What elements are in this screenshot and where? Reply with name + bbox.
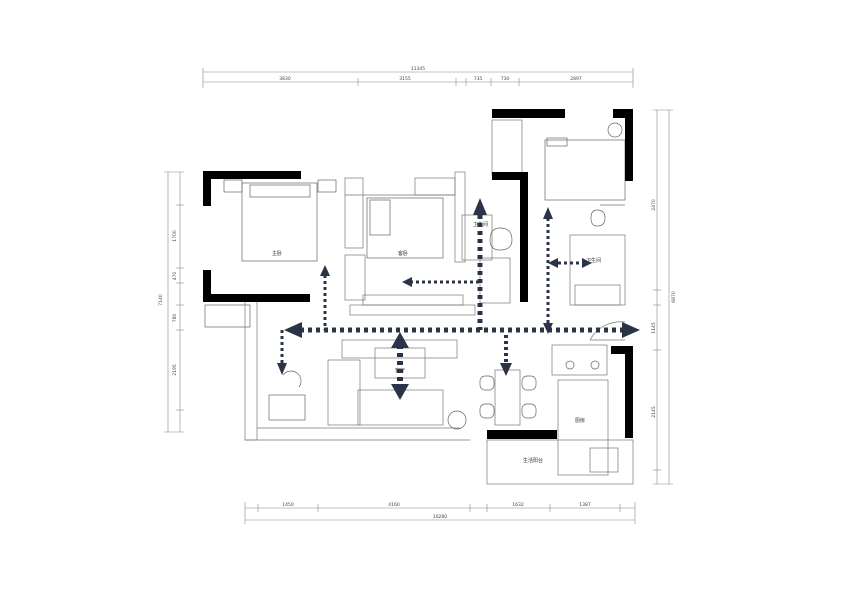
dim-top-5: 2897: [570, 76, 582, 82]
dimension-lines: [164, 68, 673, 524]
dim-bottom-3: 1632: [512, 502, 524, 508]
dim-left-4: 2195: [172, 364, 178, 376]
dim-top-1: 3830: [279, 76, 291, 82]
room-label-balcony: 生活阳台: [523, 457, 543, 464]
second-bed: [366, 197, 444, 259]
dim-left-3: 780: [172, 314, 178, 323]
dimension-labels: 11345 3830 3155 735 730 2897 10280 1450 …: [158, 66, 677, 520]
dim-right-2: 1145: [651, 322, 657, 334]
dim-left-total: 7140: [158, 294, 164, 306]
dim-top-3: 735: [474, 76, 483, 82]
circulation-arrows: [280, 215, 622, 390]
dim-bottom-total: 10280: [433, 514, 447, 520]
toilet-1: [489, 227, 513, 251]
dim-bottom-4: 1387: [579, 502, 591, 508]
room-label-kitchen: 厨房: [575, 417, 585, 424]
arrow-heads: [277, 198, 640, 400]
room-label-living-room: 客厅: [395, 367, 405, 374]
dim-left-1: 1700: [172, 230, 178, 242]
room-label-bathroom-1: 卫生间: [473, 221, 488, 228]
master-bed: [241, 182, 318, 262]
right-bed: [544, 139, 626, 201]
dim-right-total: 6870: [671, 291, 677, 303]
toilet-2: [590, 209, 606, 227]
dim-top-2: 3155: [399, 76, 411, 82]
walls: [203, 109, 633, 439]
dim-top-4: 730: [501, 76, 510, 82]
furniture: [204, 122, 626, 430]
room-labels: 主卧 客卧 客厅 卫生间 卫生间 厨房 生活阳台: [272, 221, 601, 464]
room-label-master-bedroom: 主卧: [272, 250, 282, 257]
dim-left-2: 470: [172, 272, 178, 281]
room-label-second-bedroom: 客卧: [398, 250, 408, 257]
dim-bottom-2: 4160: [388, 502, 400, 508]
dim-bottom-1: 1450: [282, 502, 294, 508]
dim-right-1: 2470: [651, 199, 657, 211]
room-label-bathroom-2: 卫生间: [586, 257, 601, 264]
dim-right-3: 2145: [651, 406, 657, 418]
dim-top-total: 11345: [411, 66, 425, 72]
